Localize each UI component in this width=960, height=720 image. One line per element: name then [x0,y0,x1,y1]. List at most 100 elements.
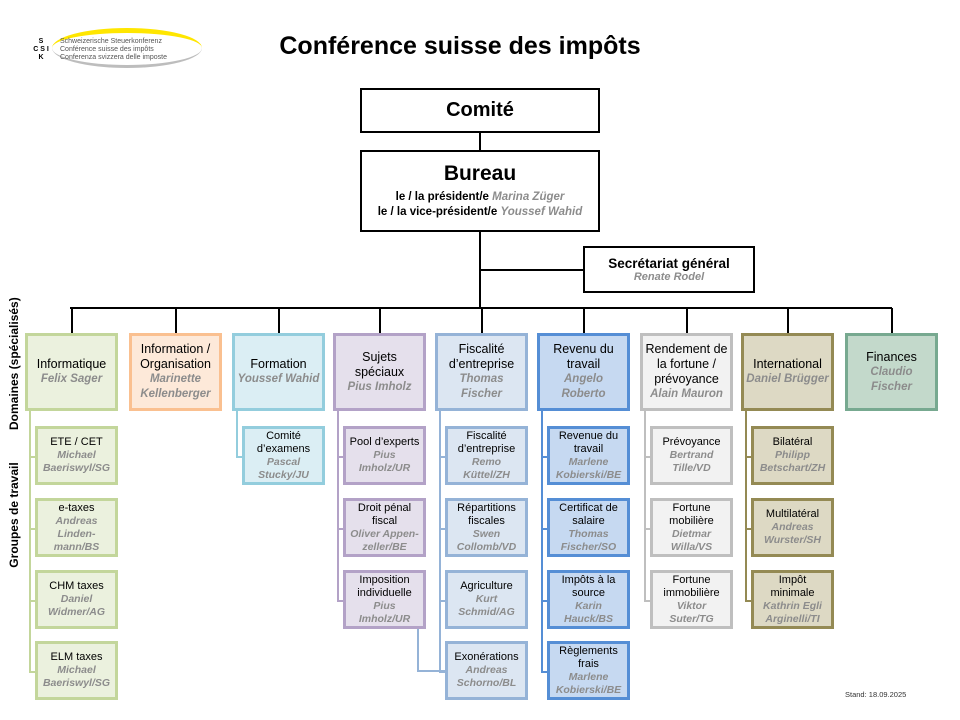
connector-group-tick [337,599,347,602]
working-group-lead: Oliver Appen-zeller/BE [350,527,419,553]
connector-comite-bureau [479,133,481,150]
working-group-lead: Dietmar Willa/VS [670,527,713,553]
working-group-lead: Swen Collomb/VD [456,527,517,553]
connector-group-tick [29,455,39,458]
working-group-lead: Pius Imholz/UR [358,449,411,474]
connector-group-tick [745,527,755,530]
working-group-title: Comité d’examens [256,429,311,455]
connector-secretariat [480,269,583,271]
working-group-lead: Thomas Fischer/SO [560,527,617,553]
working-group-lead: Kathrin Egli Arginelli/TI [763,599,822,625]
working-group-title: ELM taxes [50,651,103,663]
working-group-title: Certificat de salaire [559,501,618,527]
working-group-lead: Michael Baeriswyl/SG [42,449,111,474]
logo-letter: S [38,38,44,45]
domain-lead: Felix Sager [40,373,103,385]
connector-group-tick [644,455,654,458]
secretariat-name: Renate Rodel [633,271,705,283]
working-group-lead: Daniel Widmer/AG [47,593,106,618]
working-group-title: Revenue du travail [558,429,619,455]
connector-group-tick [745,599,755,602]
domain-title: Rendement de la fortune / prévoyance [645,342,728,386]
working-group-title: Agriculture [460,580,513,592]
working-group-title: Pool d’experts [349,436,420,448]
logo-line: Schweizerische Steuerkonferenz [60,38,162,45]
connector-group-vertical [745,411,747,601]
domain-lead: Marinette Kellenberger [140,373,211,400]
connector-domain [174,308,177,333]
connector-group-tick [541,527,551,530]
connector-group-tick [745,455,755,458]
connector-domain [70,308,73,333]
connector-group-vertical [541,411,543,672]
connector-domain [378,308,381,333]
working-group-title: Règlements frais [559,644,618,670]
working-group-title: Prévoyance [662,436,721,448]
connector-group-tick [541,599,551,602]
connector-group-tick [541,670,551,673]
working-group-lead: Michael Baeriswyl/SG [42,664,111,689]
working-group-lead: Pius Imholz/UR [358,599,411,625]
working-group-title: ETE / CET [50,436,103,448]
working-group-lead: Kurt Schmid/AG [458,593,515,618]
vice-president-name: Youssef Wahid [500,206,583,218]
connector-group-vertical [644,411,646,601]
connector-domain [890,308,893,333]
connector-group-tick [236,455,246,458]
domain-title: Formation [250,357,307,371]
domain-lead: Thomas Fischer [459,373,504,400]
working-group-lead: Andreas Schorno/BL [456,664,517,689]
domain-lead: Claudio Fischer [870,365,913,393]
connector-domain [786,308,789,333]
stand-date: Stand: 18.09.2025 [845,690,907,699]
working-group-title: e-taxes [58,501,95,514]
president-line: le / la président/e Marina Züger [396,190,565,205]
domain-title: Fiscalité d’entreprise [448,342,515,371]
connector-domain [277,308,280,333]
connector-group-vertical [236,411,238,457]
working-group-lead: Marlene Kobierski/BE [555,455,622,481]
domain-title: Sujets spéciaux [354,349,405,379]
working-group-title: Fortune immobilière [663,573,720,599]
domain-title: International [753,357,822,371]
cst-logo: S C S I K Schweizerische Steuerkonferenz… [30,26,210,72]
domain-lead: Daniel Brügger [746,373,829,385]
working-group-title: Droit pénal fiscal [357,501,412,527]
connector-group-vertical [439,411,441,672]
working-group-title: Exonérations [454,651,519,663]
working-group-lead: Karin Hauck/BS [563,599,614,625]
domain-lead: Youssef Wahid [237,373,320,385]
logo-letter: C S I [33,46,49,53]
logo-line: Conférence suisse des impôts [60,46,154,53]
logo-letter: K [38,54,44,61]
domain-title: Informatique [36,357,107,371]
bureau-box: Bureau le / la président/e Marina Züger … [360,150,600,232]
vice-president-line: le / la vice-président/e Youssef Wahid [378,205,583,220]
working-group-lead: Remo Küttel/ZH [463,455,510,481]
domain-lead: Angelo Roberto [561,373,606,400]
logo-text: Schweizerische Steuerkonferenz Conférenc… [60,38,167,62]
comite-box: Comité [360,88,600,133]
page-title: Conférence suisse des impôts [279,32,641,60]
